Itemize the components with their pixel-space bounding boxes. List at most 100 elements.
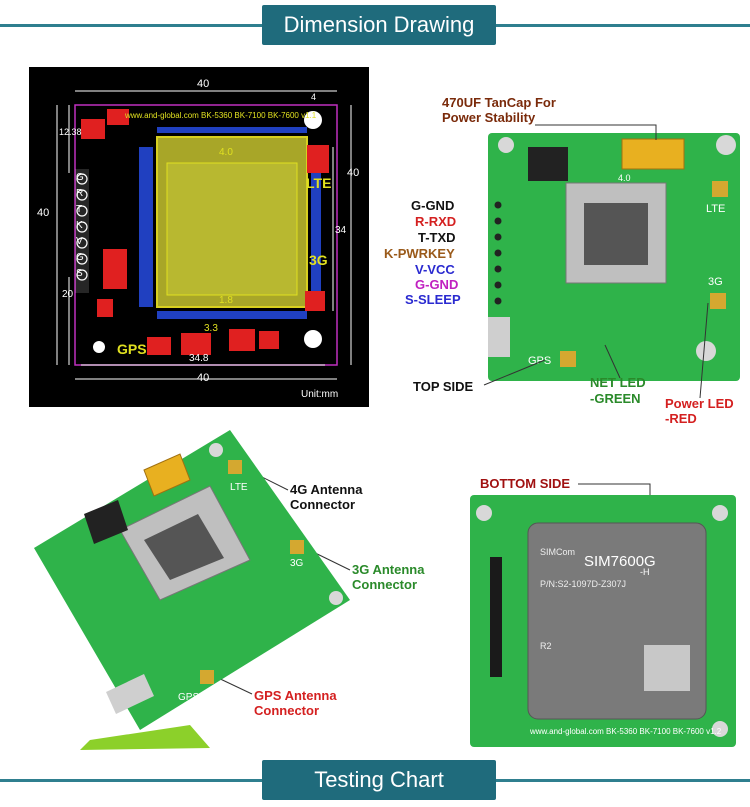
- header-pins: [494, 201, 502, 305]
- cap-label-2: Power Stability: [442, 110, 536, 125]
- dim-3-3: 3.3: [204, 323, 218, 334]
- pin-label: G: [76, 172, 84, 183]
- mount-hole: [712, 505, 728, 521]
- pin-label: R: [76, 188, 84, 199]
- gps-connector: [200, 670, 214, 684]
- board-lte-label: LTE: [706, 203, 726, 215]
- leader-bottom-side: [578, 483, 651, 500]
- dim-left: 40: [37, 207, 50, 219]
- pin-label: V: [76, 236, 83, 247]
- gps-connector: [560, 351, 576, 367]
- mount-hole: [329, 591, 343, 605]
- ant-gps-label-2: Connector: [254, 703, 319, 718]
- board-4-0-label: 4.0: [618, 173, 631, 183]
- module-suffix: -H: [640, 567, 650, 577]
- pin-function: G-GND: [411, 198, 455, 213]
- pin-circles: [76, 173, 88, 281]
- pin-label: T: [76, 204, 83, 215]
- bottom-side-label: BOTTOM SIDE: [480, 476, 571, 491]
- banner-title: Testing Chart: [262, 760, 496, 800]
- pin-function: S-SLEEP: [405, 292, 461, 307]
- dim-1-8: 1.8: [219, 295, 233, 306]
- module-brand: SIMCom: [540, 547, 576, 557]
- module-name: SIM7600G: [584, 553, 656, 570]
- cap-label-1: 470UF TanCap For: [442, 95, 556, 110]
- leader-cap: [535, 124, 657, 140]
- dim-inner-bottom: 34.8: [189, 353, 209, 364]
- regulator: [528, 147, 568, 181]
- dimension-lines: [56, 90, 352, 380]
- dimension-drawing-svg: [56, 90, 352, 380]
- dim-right: 40: [347, 167, 360, 179]
- pin-label: S: [76, 268, 83, 279]
- pin-function: G-GND: [415, 277, 459, 292]
- pin-function: R-RXD: [415, 214, 457, 229]
- power-led-label-1: Power LED: [665, 396, 734, 411]
- angled-gps-label: GPS: [178, 692, 200, 703]
- dim-left-bottom: 20: [62, 289, 74, 300]
- mount-hole: [209, 443, 223, 457]
- ant-gps-label-1: GPS Antenna: [254, 688, 337, 703]
- silk-text: www.and-global.com BK-5360 BK-7100 BK-76…: [125, 111, 317, 120]
- regulator: [84, 500, 128, 544]
- mount-hole: [498, 137, 514, 153]
- sim-slot: [144, 514, 224, 580]
- pin-function: V-VCC: [415, 262, 455, 277]
- bottom-silk: www.and-global.com BK-5360 BK-7100 BK-76…: [530, 727, 722, 736]
- angled-board: LTE 3G GPS: [20, 430, 360, 750]
- 3g-connector: [710, 293, 726, 309]
- board-3g-label: 3G: [708, 276, 723, 288]
- power-led-label-2: -RED: [665, 411, 697, 426]
- dim-right-inner: 34: [335, 225, 347, 236]
- dimension-drawing: 40 40 40 40 34.8 34 12.38 20 4 4.0 1.8 3…: [29, 67, 369, 407]
- pin-label: G: [76, 252, 84, 263]
- angled-3g-label: 3G: [290, 558, 304, 569]
- ant-3g-label-1: 3G Antenna: [352, 562, 425, 577]
- ant-4g-label-2: Connector: [290, 497, 355, 512]
- ant-4g-label-1: 4G Antenna: [290, 482, 363, 497]
- module-pn: P/N:S2-1097D-Z307J: [540, 579, 627, 589]
- top-side-label: TOP SIDE: [413, 379, 474, 394]
- angled-board-svg: [34, 430, 350, 750]
- bottom-side-board-svg: [470, 495, 736, 747]
- 3g-label: 3G: [309, 252, 328, 268]
- banner-title: Dimension Drawing: [262, 5, 496, 45]
- gps-label: GPS: [117, 341, 147, 357]
- red-pads: [81, 109, 329, 355]
- net-led-label-2: -GREEN: [590, 391, 641, 406]
- mount-hole: [476, 505, 492, 521]
- tancap: [621, 138, 685, 170]
- mount-hole: [304, 111, 322, 129]
- lte-label: LTE: [306, 175, 332, 191]
- dim-4-0: 4.0: [219, 147, 233, 158]
- 3g-connector: [290, 540, 304, 554]
- stand: [80, 725, 210, 750]
- tancap: [143, 453, 191, 497]
- top-banner: Dimension Drawing: [0, 5, 750, 45]
- pin-header: [490, 557, 502, 677]
- sim-slot: [584, 203, 648, 265]
- mount-hole: [93, 341, 105, 353]
- net-led-label-1: NET LED: [590, 375, 646, 390]
- dim-small-top: 4: [311, 92, 317, 102]
- module-pads: [139, 127, 321, 319]
- leader-net-led: [604, 344, 621, 379]
- ant-3g-label-2: Connector: [352, 577, 417, 592]
- pin-label: K: [76, 220, 83, 231]
- 4g-connector: [228, 460, 242, 474]
- mount-hole: [712, 721, 728, 737]
- dim-bottom: 40: [197, 372, 210, 384]
- mount-hole: [304, 330, 322, 348]
- top-side-board-svg: [488, 133, 740, 381]
- qr-code: [644, 645, 690, 691]
- mount-hole: [716, 135, 736, 155]
- leader-top-side: [483, 359, 546, 386]
- bottom-banner: Testing Chart: [0, 760, 750, 800]
- mount-hole: [696, 341, 716, 361]
- angled-lte-label: LTE: [230, 482, 248, 493]
- module-inner: [166, 162, 298, 296]
- top-side-board: LTE 3G GPS 4.0: [488, 133, 740, 381]
- usb-port: [488, 317, 510, 357]
- leader-power-led: [699, 302, 709, 399]
